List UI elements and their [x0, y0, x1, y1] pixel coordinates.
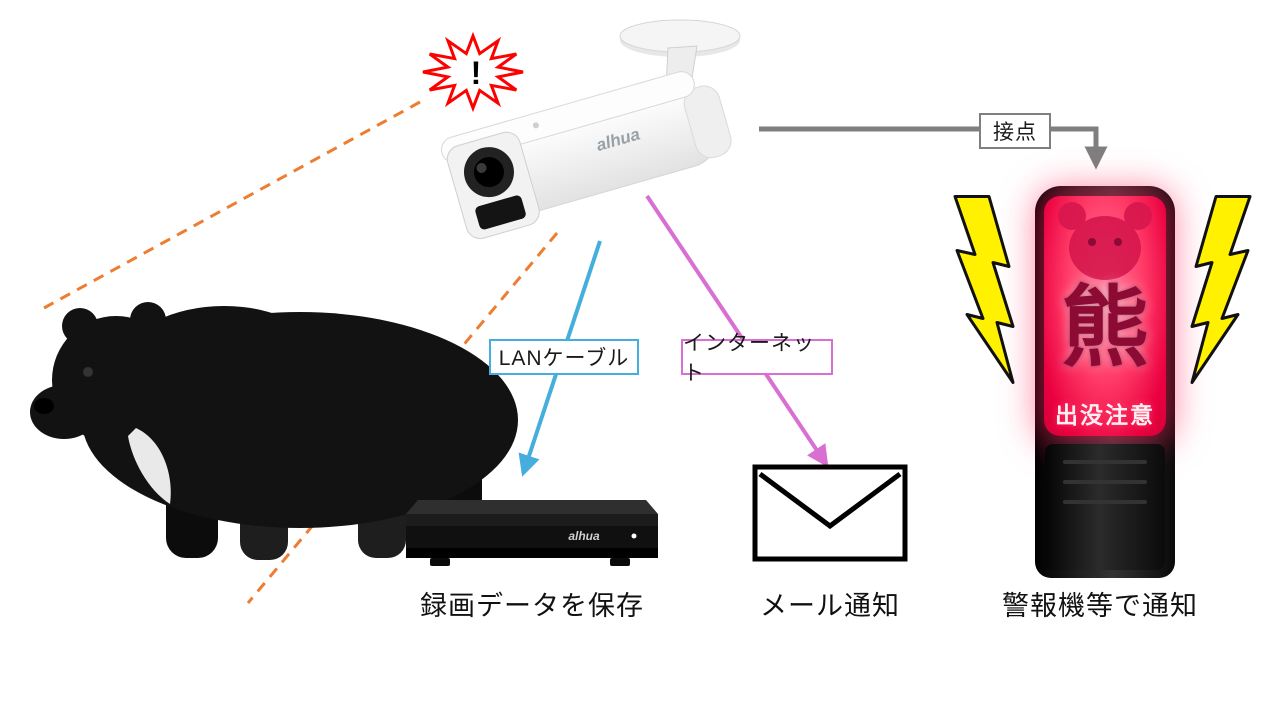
contact-label: 接点 — [979, 113, 1051, 149]
contact-label-text: 接点 — [993, 121, 1037, 144]
alert-exclamation-text: ! — [471, 55, 482, 91]
alarm-base-slit — [1063, 500, 1147, 504]
lightning-bolt-right-icon — [1190, 195, 1252, 384]
camera-body: alhua — [440, 71, 732, 240]
internet-label: インターネット — [681, 332, 833, 385]
alert-burst-icon: ! — [422, 31, 524, 113]
alarm-base-slit — [1063, 460, 1147, 464]
camera-mount — [619, 19, 741, 111]
security-camera-image: alhua — [440, 19, 741, 240]
bear-image — [30, 302, 518, 560]
alarm-glow-panel: 熊 出没注意 — [1044, 196, 1166, 436]
nvr-recorder-image: alhua — [406, 500, 658, 566]
detection-dashed-line-top — [43, 100, 421, 310]
alarm-light-device: 熊 出没注意 — [1035, 186, 1175, 578]
lan-cable-label: LANケーブル — [489, 339, 639, 375]
email-caption: メール通知 — [760, 591, 900, 621]
bear-silhouette — [30, 302, 518, 560]
recorder-caption: 録画データを保存 — [420, 591, 644, 621]
alarm-base-slit — [1063, 480, 1147, 484]
nvr-brand-logo: alhua — [568, 529, 600, 543]
alarm-bear-kanji: 熊 — [1060, 278, 1149, 377]
internet-label-text: インターネット — [683, 332, 815, 385]
lightning-bolt-left-icon — [953, 195, 1015, 384]
email-envelope-icon — [752, 464, 908, 562]
alarm-caution-text: 出没注意 — [1055, 402, 1155, 428]
bear-face-icon — [1058, 202, 1152, 280]
alarm-device-base — [1045, 444, 1165, 570]
lan-cable-label-text: LANケーブル — [498, 347, 630, 370]
alarm-caption: 警報機等で通知 — [1002, 591, 1198, 621]
